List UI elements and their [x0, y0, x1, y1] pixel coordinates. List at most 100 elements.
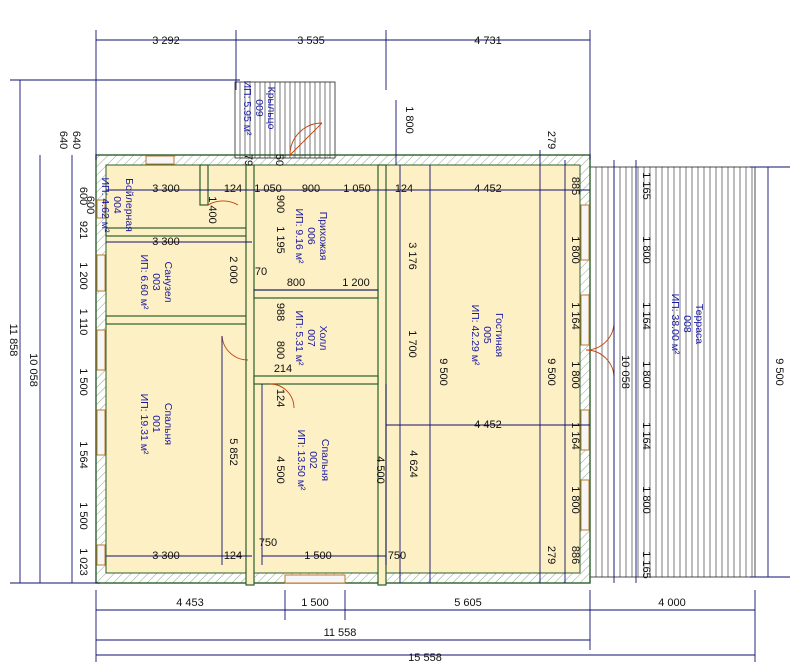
dim-label: 124 — [224, 183, 242, 195]
dim-label: 1 195 — [274, 226, 286, 254]
svg-text:ИП: 42.29 м²: ИП: 42.29 м² — [469, 305, 481, 366]
dim-label: 600 — [77, 187, 89, 205]
dim-label: 900 — [302, 183, 320, 195]
dim-label: 10 058 — [27, 353, 39, 387]
dim-label: 988 — [274, 303, 286, 321]
svg-text:003: 003 — [150, 273, 162, 291]
svg-text:Прихожая: Прихожая — [317, 212, 329, 261]
dim-label: 5 605 — [454, 597, 482, 609]
dim-label: 3 292 — [152, 35, 180, 47]
dim-label: 4 000 — [658, 597, 686, 609]
dim-label: 214 — [274, 363, 292, 375]
dim-label: 4 731 — [474, 35, 502, 47]
dim-label: 1 110 — [77, 309, 89, 336]
porch-deck — [234, 81, 336, 159]
svg-text:ИП: 19.31 м²: ИП: 19.31 м² — [138, 394, 150, 455]
dim-label: 9 500 — [773, 358, 785, 386]
dim-label: 4 453 — [176, 597, 204, 609]
dimension-lines — [10, 30, 790, 662]
room-label-boiler: Бойлерная 004 ИП: 4.62 м² — [99, 178, 135, 234]
dim-label: 1 400 — [206, 196, 218, 224]
dim-label: 1 050 — [254, 183, 282, 195]
svg-text:Холл: Холл — [317, 326, 329, 351]
dim-label: 1 500 — [304, 550, 332, 562]
room-label-hallway: Прихожая 006 ИП: 9.16 м² — [293, 209, 329, 265]
room-label-bedroom-1: Спальня 001 ИП: 19.31 м² — [138, 394, 174, 455]
svg-text:009: 009 — [253, 99, 265, 117]
dim-label: 11 858 — [7, 324, 19, 357]
dim-label: 1 800 — [569, 236, 581, 264]
svg-text:Крыльцо: Крыльцо — [265, 87, 277, 130]
dim-label: 279 — [545, 546, 557, 564]
svg-text:002: 002 — [307, 451, 319, 469]
room-label-terrace: Терраса 008 ИП: 38.00 м² — [669, 294, 705, 355]
terrace-deck — [589, 166, 756, 578]
dim-label: 1 200 — [342, 277, 370, 289]
svg-text:Спальня: Спальня — [319, 439, 331, 481]
dim-label: 1 564 — [77, 441, 89, 469]
dim-label: 3 300 — [152, 183, 180, 195]
dim-label: 4 500 — [374, 456, 386, 484]
dim-label: 600 — [84, 196, 96, 214]
dim-label: 1 800 — [403, 106, 415, 134]
svg-text:ИП: 5.95 м²: ИП: 5.95 м² — [241, 81, 253, 137]
dim-label: 921 — [77, 221, 89, 239]
room-label-bathroom: Санузел 003 ИП: 6.60 м² — [138, 255, 174, 311]
dimension-labels: 3 292 3 535 4 731 4 453 1 500 5 605 4 00… — [7, 35, 785, 664]
dim-label: 1 023 — [77, 548, 89, 576]
dim-label: 5 852 — [227, 438, 239, 466]
dim-label: 640 — [70, 131, 82, 149]
dim-label: 1 800 — [640, 236, 652, 264]
interior-walls — [105, 164, 387, 586]
room-labels: Бойлерная 004 ИП: 4.62 м² Санузел 003 ИП… — [99, 81, 705, 491]
dim-label: 10 058 — [619, 355, 631, 389]
svg-text:Спальня: Спальня — [162, 403, 174, 445]
dim-label: 279 — [545, 131, 557, 149]
svg-text:006: 006 — [305, 227, 317, 245]
dim-label: 886 — [569, 546, 581, 564]
svg-text:Санузел: Санузел — [162, 262, 174, 303]
dim-label: 1 164 — [640, 302, 652, 330]
room-label-hall: Холл 007 ИП: 5.31 м² — [293, 311, 329, 367]
dim-label: 9 500 — [437, 358, 449, 386]
dim-label: 3 300 — [152, 550, 180, 562]
svg-text:Бойлерная: Бойлерная — [123, 178, 135, 232]
dim-label: 1 050 — [343, 183, 371, 195]
dim-label: 11 558 — [324, 627, 357, 639]
dim-label: 1 800 — [569, 486, 581, 514]
dim-label: 9 500 — [545, 358, 557, 386]
dim-label: 4 452 — [474, 419, 502, 431]
dim-label: 800 — [287, 277, 305, 289]
dim-label: 1 165 — [640, 172, 652, 200]
svg-text:Терраса: Терраса — [693, 304, 705, 344]
dim-label: 1 164 — [569, 302, 581, 330]
dim-label: 15 558 — [408, 652, 442, 664]
dim-label: 1 500 — [77, 368, 89, 396]
dim-label: 4 500 — [274, 456, 286, 484]
svg-text:ИП: 5.31 м²: ИП: 5.31 м² — [293, 311, 305, 367]
windows — [96, 155, 590, 584]
dim-label: 1 200 — [77, 262, 89, 290]
dim-label: 1 800 — [640, 361, 652, 389]
dim-label: 50 — [273, 154, 285, 166]
svg-text:ИП: 38.00 м²: ИП: 38.00 м² — [669, 294, 681, 355]
dim-label: 1 800 — [640, 486, 652, 514]
dim-label: 1 500 — [77, 502, 89, 530]
dim-label: 900 — [274, 195, 286, 213]
dim-label: 4 624 — [407, 450, 419, 478]
dim-label: 124 — [274, 389, 286, 407]
dim-label: 800 — [274, 341, 286, 359]
dim-label: 79 — [242, 154, 254, 166]
room-label-living: Гостиная 005 ИП: 42.29 м² — [469, 305, 505, 366]
dim-label: 124 — [224, 550, 242, 562]
svg-text:008: 008 — [681, 315, 693, 333]
dim-label: 4 452 — [474, 183, 502, 195]
dim-label: 3 176 — [406, 242, 418, 270]
svg-text:001: 001 — [150, 415, 162, 433]
room-label-porch: Крыльцо 009 ИП: 5.95 м² — [241, 81, 277, 137]
room-label-bedroom-2: Спальня 002 ИП: 13.50 м² — [295, 430, 331, 491]
dim-label: 3 300 — [152, 236, 180, 248]
dim-label: 1 164 — [569, 422, 581, 450]
